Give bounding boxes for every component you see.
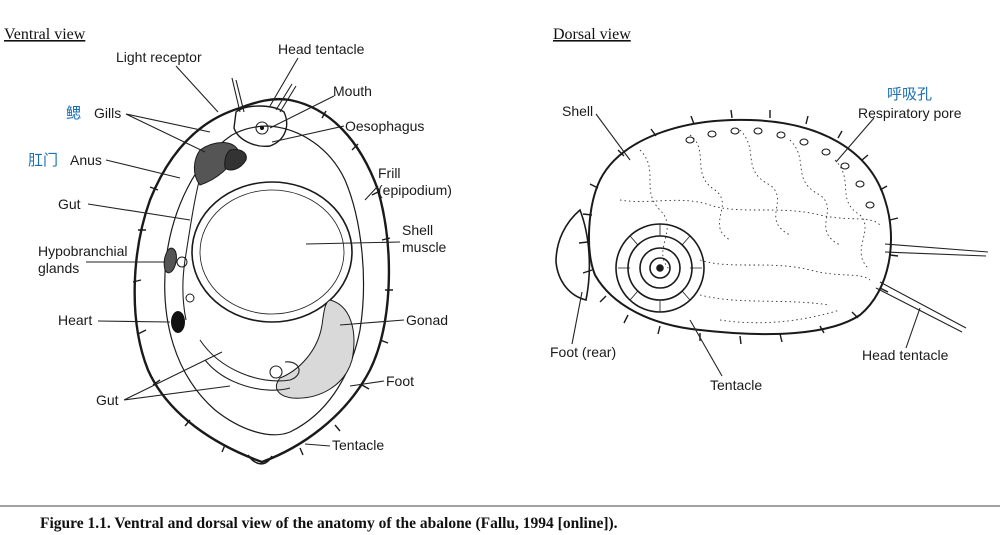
label-mouth: Mouth bbox=[333, 83, 372, 99]
gut-upper bbox=[182, 159, 206, 321]
dorsal-head-tentacle-1 bbox=[884, 243, 989, 257]
dorsal-fringe bbox=[578, 109, 899, 345]
label-head-tentacle: Head tentacle bbox=[278, 41, 365, 57]
label-hypobranchial-2: glands bbox=[38, 260, 79, 276]
dorsal-foot-rear bbox=[555, 208, 591, 301]
ventral-view: Ventral view bbox=[4, 26, 452, 465]
shell-texture bbox=[619, 129, 881, 324]
label-gut-upper: Gut bbox=[58, 196, 81, 212]
heart bbox=[171, 311, 185, 333]
spiral-ribs bbox=[618, 224, 702, 312]
label-tentacle: Tentacle bbox=[332, 437, 384, 453]
label-heart: Heart bbox=[58, 312, 92, 328]
label-gonad: Gonad bbox=[406, 312, 448, 328]
head-tentacle-right bbox=[275, 83, 297, 113]
label-anus: Anus bbox=[70, 152, 102, 168]
ventral-leader-lines bbox=[86, 57, 405, 447]
gland-pore bbox=[176, 256, 188, 268]
label-hypobranchial-1: Hypobranchial bbox=[38, 243, 128, 259]
label-foot-rear: Foot (rear) bbox=[550, 344, 616, 360]
shell-muscle bbox=[191, 181, 353, 323]
ventral-view-title: Ventral view bbox=[4, 26, 86, 43]
label-respiratory-pore: Respiratory pore bbox=[858, 105, 962, 121]
gut-loop bbox=[269, 365, 283, 379]
dorsal-shell bbox=[587, 118, 892, 336]
label-gut-lower: Gut bbox=[96, 392, 119, 408]
label-epipodium: (epipodium) bbox=[378, 182, 452, 198]
dorsal-leader-lines bbox=[571, 113, 921, 377]
dorsal-head-tentacle-2 bbox=[875, 281, 967, 333]
label-respiratory-pore-zh: 呼吸孔 bbox=[887, 85, 932, 103]
dorsal-view-title: Dorsal view bbox=[553, 26, 631, 43]
gut-coil-lower bbox=[199, 339, 300, 382]
label-tentacle-dorsal: Tentacle bbox=[710, 377, 762, 393]
gut-coil bbox=[204, 359, 291, 391]
label-frill: Frill bbox=[378, 165, 401, 181]
ventral-frill-ticks bbox=[132, 110, 393, 456]
hypobranchial-glands bbox=[163, 247, 177, 274]
head bbox=[233, 105, 288, 147]
heart-pore bbox=[185, 293, 195, 303]
foot-tip bbox=[247, 454, 273, 465]
label-oesophagus: Oesophagus bbox=[345, 118, 424, 134]
label-anus-zh: 肛门 bbox=[28, 151, 58, 169]
respiratory-pores bbox=[685, 127, 875, 209]
figure-caption: Figure 1.1. Ventral and dorsal view of t… bbox=[40, 515, 618, 532]
gonad bbox=[276, 299, 355, 399]
label-gills: Gills bbox=[94, 105, 121, 121]
label-gills-zh: 鳃 bbox=[66, 104, 81, 122]
label-light-receptor: Light receptor bbox=[116, 49, 202, 65]
label-foot: Foot bbox=[386, 373, 414, 389]
head-tentacle-left bbox=[231, 77, 245, 113]
label-shell-muscle-1: Shell bbox=[402, 222, 433, 238]
label-shell-muscle-2: muscle bbox=[402, 239, 447, 255]
label-shell: Shell bbox=[562, 103, 593, 119]
label-head-tentacle-dorsal: Head tentacle bbox=[862, 347, 949, 363]
dorsal-view: Dorsal view bbox=[550, 26, 989, 393]
mouth bbox=[255, 121, 269, 135]
